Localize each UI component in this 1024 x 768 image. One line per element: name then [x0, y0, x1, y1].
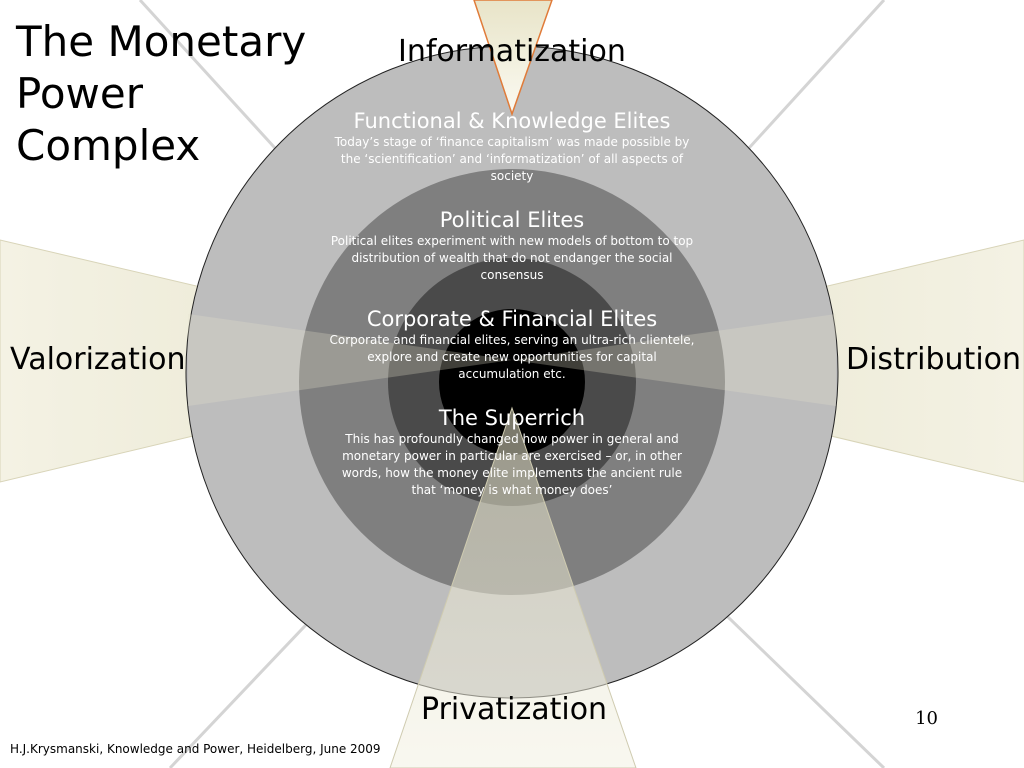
label-valorization: Valorization [10, 342, 186, 377]
heading-corporate-elites: Corporate & Financial Elites [366, 307, 658, 331]
label-informatization: Informatization [398, 34, 626, 69]
label-privatization: Privatization [421, 692, 608, 727]
ring-core [439, 309, 585, 455]
block-superrich: The Superrich This has profoundly change… [330, 405, 694, 499]
heading-functional-elites: Functional & Knowledge Elites [353, 109, 671, 133]
wedge-right-overlay [512, 314, 836, 406]
wedge-left-overlay [188, 314, 512, 406]
title-line-2: Power [16, 69, 143, 118]
block-corporate-elites: Corporate & Financial Elites Corporate a… [328, 306, 696, 383]
footer-citation: H.J.Krysmanski, Knowledge and Power, Hei… [10, 742, 381, 756]
text-corporate-elites: Corporate and financial elites, serving … [329, 333, 695, 381]
page-title: The Monetary Power Complex [16, 16, 306, 172]
rings [185, 45, 839, 699]
wedge-overlays [188, 0, 836, 768]
text-functional-elites: Today’s stage of ‘finance capitalism’ wa… [334, 135, 690, 183]
page-number: 10 [915, 708, 938, 729]
title-line-3: Complex [16, 121, 201, 170]
heading-political-elites: Political Elites [439, 208, 585, 232]
block-political-elites: Political Elites Political elites experi… [330, 207, 694, 284]
wedge-bottom [389, 406, 637, 768]
text-superrich: This has profoundly changed how power in… [341, 432, 683, 497]
block-functional-elites: Functional & Knowledge Elites Today’s st… [332, 108, 692, 185]
heading-superrich: The Superrich [438, 406, 586, 430]
label-distribution: Distribution [846, 342, 1022, 377]
text-political-elites: Political elites experiment with new mod… [330, 234, 694, 282]
wedge-top [473, 0, 553, 117]
title-line-1: The Monetary [16, 17, 307, 66]
